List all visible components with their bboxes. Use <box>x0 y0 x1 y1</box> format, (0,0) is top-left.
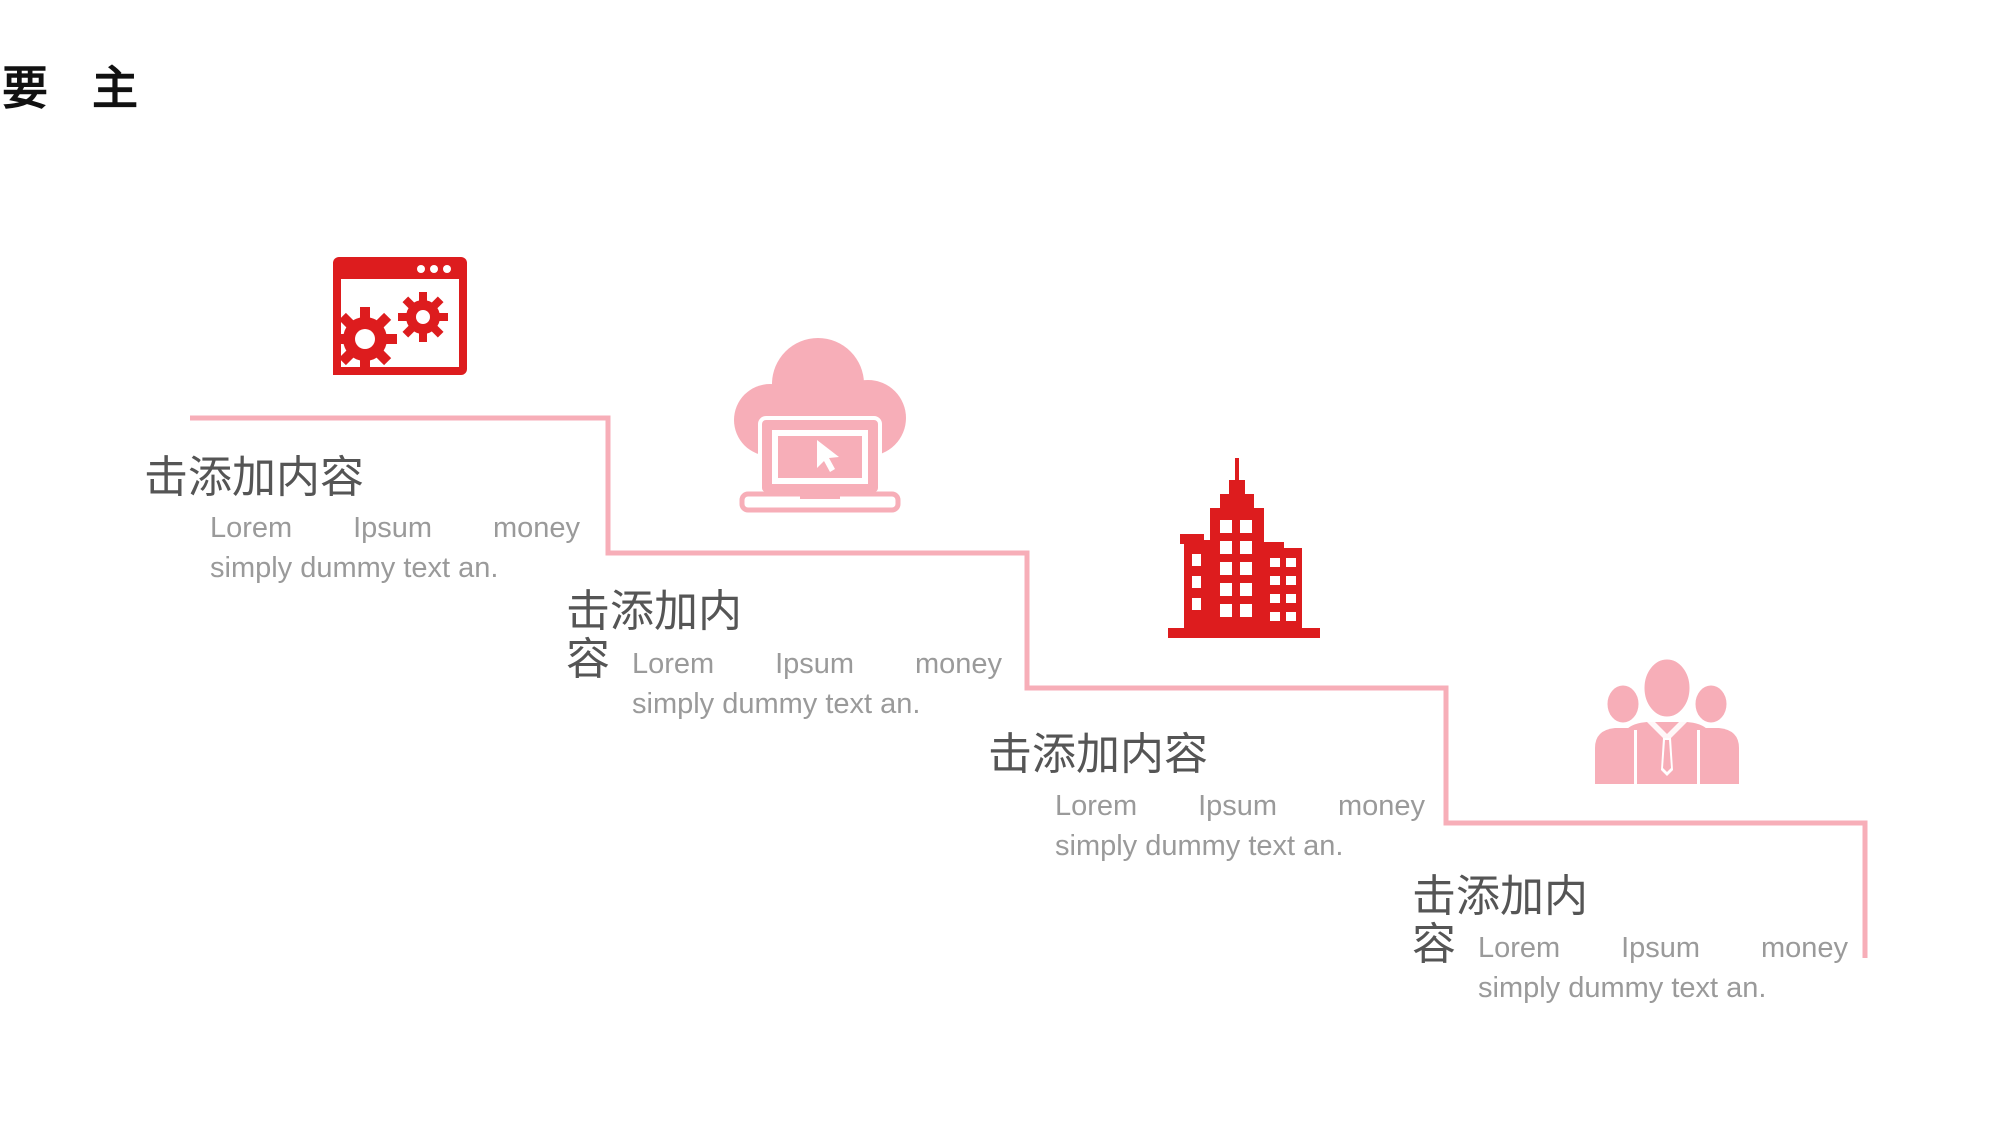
page-title: 要 主 <box>2 61 153 115</box>
step-3-desc-line-2: simply dummy text an. <box>1055 830 1344 862</box>
step-3-description: Lorem Ipsum money simply dummy text an. <box>1055 786 1425 866</box>
step-2-description: Lorem Ipsum money simply dummy text an. <box>632 644 1002 724</box>
step-2-desc-line-1: Lorem Ipsum money <box>632 648 1002 680</box>
step-3-desc-line-1: Lorem Ipsum money <box>1055 790 1425 822</box>
step-1-description: Lorem Ipsum money simply dummy text an. <box>210 508 580 588</box>
step-4-desc-line-2: simply dummy text an. <box>1478 972 1767 1004</box>
step-1-desc-line-2: simply dummy text an. <box>210 552 499 584</box>
step-1-title: 击添加内容 <box>144 452 364 503</box>
step-1-desc-line-1: Lorem Ipsum money <box>210 512 580 544</box>
step-4-title: 击添加内容 <box>1412 871 1588 970</box>
browser-gears-icon <box>333 257 467 379</box>
step-4-desc-line-1: Lorem Ipsum money <box>1478 932 1848 964</box>
step-2-title: 击添加内容 <box>566 586 742 685</box>
step-2-desc-line-2: simply dummy text an. <box>632 688 921 720</box>
business-team-icon <box>1595 652 1739 788</box>
cloud-laptop-icon <box>730 338 910 518</box>
step-4-description: Lorem Ipsum money simply dummy text an. <box>1478 928 1848 1008</box>
step-3-title: 击添加内容 <box>988 729 1208 780</box>
city-buildings-icon <box>1168 458 1320 646</box>
